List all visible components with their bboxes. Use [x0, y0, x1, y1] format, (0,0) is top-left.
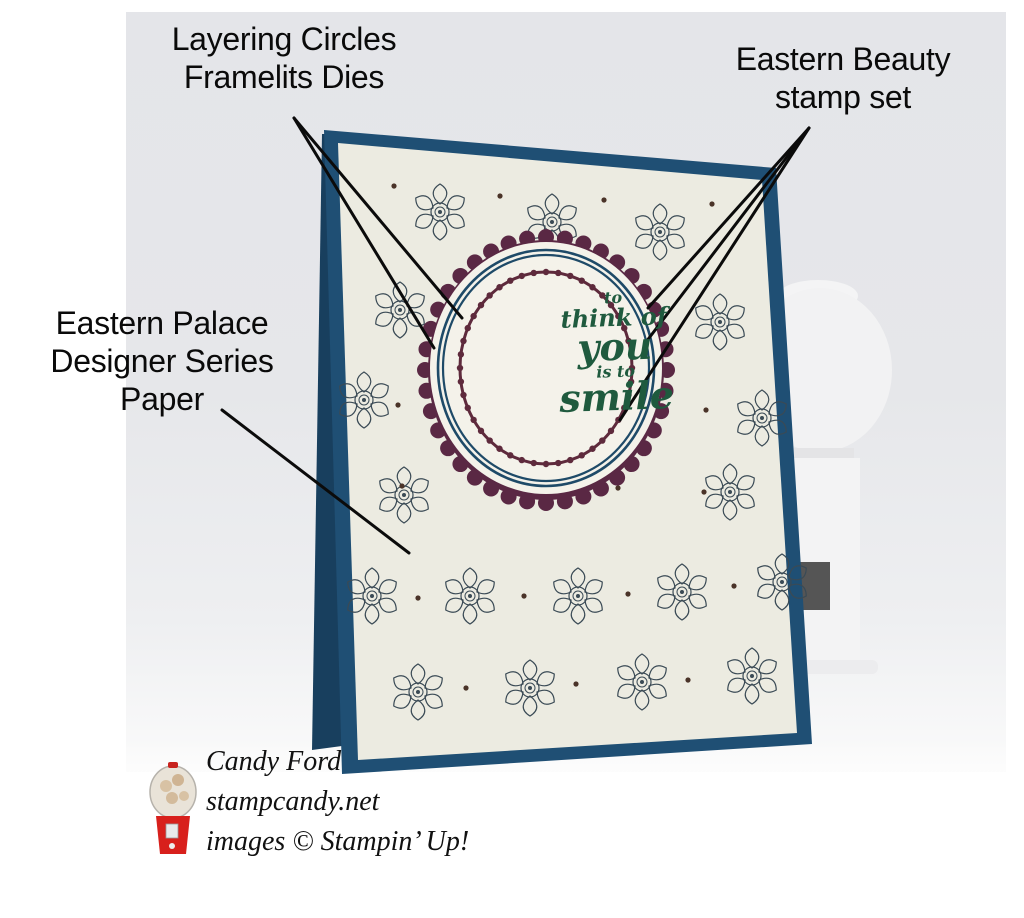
pattern-dot [601, 197, 607, 203]
callout-dies-line2: Framelits Dies [183, 59, 385, 95]
flower-stamp [553, 567, 603, 625]
flower-stamp [705, 463, 755, 521]
pattern-dot [399, 483, 405, 489]
callout-dies-line1: Layering Circles [171, 21, 397, 57]
flower-stamp [757, 553, 807, 611]
callout-paper-line1: Eastern Palace [55, 305, 269, 341]
flower-stamp [339, 371, 389, 429]
stitched-ring [456, 268, 636, 468]
flower-stamp [415, 183, 465, 241]
pattern-dot [615, 485, 621, 491]
callout-label-paper: Eastern Palace Designer Series Paper [22, 304, 302, 418]
callout-line-dies-2 [292, 116, 436, 350]
flower-stamp [505, 659, 555, 717]
credit-website: stampcandy.net [206, 786, 380, 817]
callout-label-stamp-set: Eastern Beauty stamp set [712, 40, 974, 116]
flower-stamp [393, 663, 443, 721]
flower-stamp [617, 653, 667, 711]
pattern-dot [497, 193, 503, 199]
callout-label-dies: Layering Circles Framelits Dies [150, 20, 418, 96]
flower-stamp [695, 293, 745, 351]
flower-stamp [375, 281, 425, 339]
layered-circle-medallion [417, 229, 675, 511]
callout-paper-line3: Paper [120, 381, 204, 417]
pattern-dot [415, 595, 421, 601]
pattern-dot [395, 402, 401, 408]
cream-circle [430, 242, 662, 494]
callout-line-stamp-3 [618, 126, 811, 422]
pattern-dot [463, 685, 469, 691]
frame-ring-inner [441, 253, 651, 483]
flower-stamp [347, 567, 397, 625]
pattern-dot [521, 593, 527, 599]
sentiment-line-smile: smile [558, 371, 675, 421]
photo-credit: Candy Ford stampcandy.net images © Stamp… [206, 742, 469, 862]
pattern-dot [731, 583, 737, 589]
flower-stamp [635, 203, 685, 261]
credit-copyright: images © Stampin’ Up! [206, 826, 470, 857]
pattern-dot [685, 677, 691, 683]
callout-line-stamp-2 [644, 126, 811, 344]
flower-stamp [657, 563, 707, 621]
callout-line-dies-1 [292, 116, 464, 320]
pattern-dot [625, 591, 631, 597]
flower-stamp [445, 567, 495, 625]
pattern-dot [703, 407, 709, 413]
pattern-dot [701, 489, 707, 495]
callout-paper-line2: Designer Series [50, 343, 274, 379]
callout-stamp-line1: Eastern Beauty [735, 41, 951, 77]
pattern-dot [391, 183, 397, 189]
pattern-dot [573, 681, 579, 687]
gumball-logo-icon [149, 762, 197, 854]
callout-lines [220, 116, 811, 555]
flower-stamp [737, 389, 787, 447]
callout-stamp-line2: stamp set [774, 79, 912, 115]
callout-line-paper [220, 408, 411, 555]
flower-stamp [727, 647, 777, 705]
credit-name: Candy Ford [206, 746, 342, 777]
callout-line-stamp-1 [646, 126, 811, 310]
sentiment-stamp: to think of you is to smile [538, 287, 692, 421]
pattern-dot [709, 201, 715, 207]
